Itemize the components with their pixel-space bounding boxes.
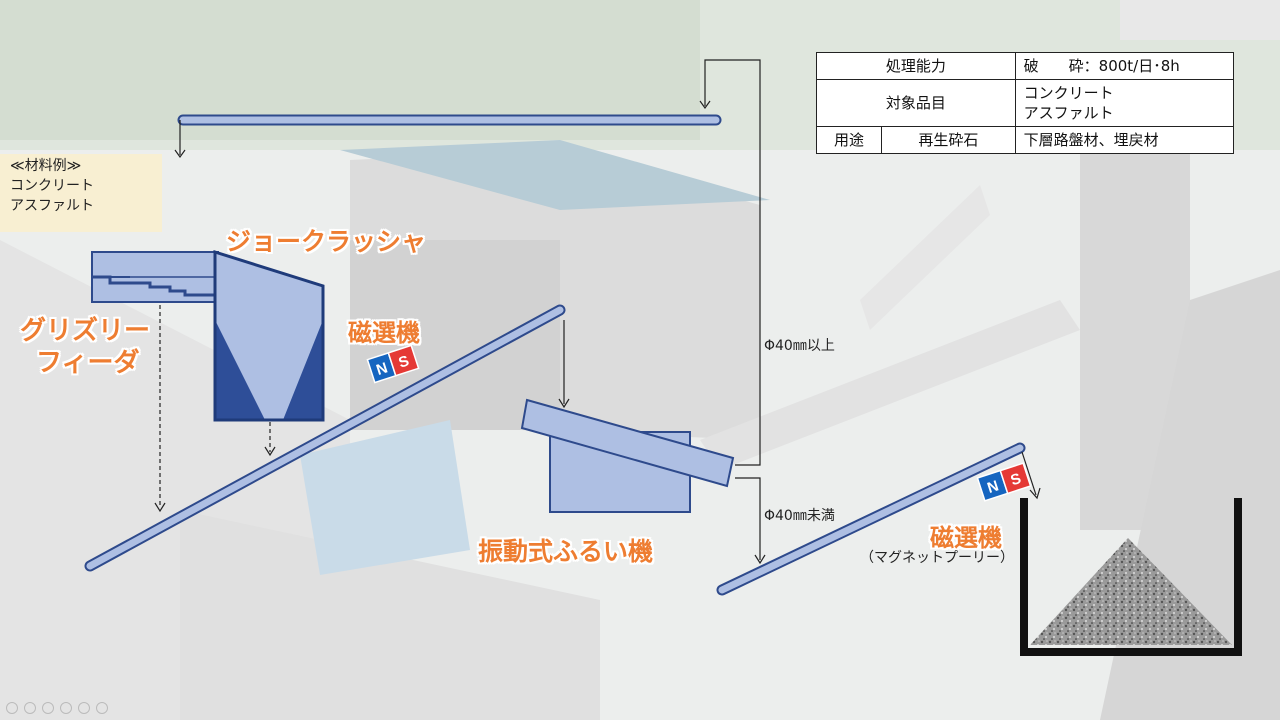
magnet-2-s: S	[1008, 470, 1023, 489]
specification-table: 処理能力 破 砕：800t/日･8h 対象品目 コンクリート アスファルト 用途…	[816, 52, 1235, 154]
usage-label: 用途	[816, 126, 882, 154]
magnet-2-n: N	[985, 477, 1001, 497]
vibrating-screen	[520, 398, 735, 513]
size-over-label: Φ40㎜以上	[764, 338, 835, 354]
target-value-1: コンクリート	[1023, 84, 1114, 102]
screen-output-arrows	[735, 420, 766, 565]
size-under-label: Φ40㎜未満	[764, 508, 835, 524]
magnet-1-label: 磁選機	[348, 319, 420, 347]
feed-arrow-top	[174, 59, 761, 420]
jaw-crusher-label: ジョークラッシャ	[226, 227, 427, 256]
conveyor-to-screen-arrow	[558, 320, 570, 409]
magnet-1-s: S	[397, 352, 412, 371]
usage-sub: 再生砕石	[881, 126, 1016, 154]
right-inclined-conveyor	[716, 442, 1026, 596]
prev-slide-icon[interactable]	[6, 702, 18, 714]
zoom-icon[interactable]	[78, 702, 90, 714]
conveyor-to-pile-arrow	[1021, 451, 1041, 500]
main-inclined-conveyor	[84, 304, 566, 572]
grizzly-feeder	[91, 251, 219, 303]
materials-item: コンクリート	[10, 178, 94, 194]
target-label: 対象品目	[816, 79, 1016, 127]
slide-controls[interactable]	[6, 702, 108, 714]
pen-icon[interactable]	[42, 702, 54, 714]
grizzly-feeder-label-2: フィーダ	[36, 348, 140, 378]
magnet-pulley-note: （マグネットプーリー）	[860, 550, 1014, 566]
materials-item: アスファルト	[10, 198, 94, 214]
product-bin	[1020, 498, 1242, 656]
target-value: コンクリート アスファルト	[1014, 79, 1235, 127]
magnet-1-n: N	[374, 359, 390, 379]
jaw-crusher	[213, 249, 325, 422]
more-icon[interactable]	[96, 702, 108, 714]
grizzly-feeder-label-1: グリズリー	[20, 316, 151, 346]
next-slide-icon[interactable]	[24, 702, 36, 714]
target-value-2: アスファルト	[1023, 104, 1114, 122]
drop-arrows	[154, 305, 276, 513]
usage-value: 下層路盤材、埋戻材	[1014, 126, 1235, 154]
capacity-value: 破 砕：800t/日･8h	[1014, 52, 1235, 80]
grid-icon[interactable]	[60, 702, 72, 714]
magnet-1: N S	[366, 344, 420, 384]
materials-title: ≪材料例≫	[10, 158, 82, 174]
magnet-2-label: 磁選機	[930, 524, 1002, 552]
vibrating-screen-label: 振動式ふるい機	[478, 537, 654, 566]
materials-box: ≪材料例≫ コンクリート アスファルト	[0, 154, 162, 232]
magnet-2: N S	[976, 462, 1032, 502]
capacity-label: 処理能力	[816, 52, 1016, 80]
